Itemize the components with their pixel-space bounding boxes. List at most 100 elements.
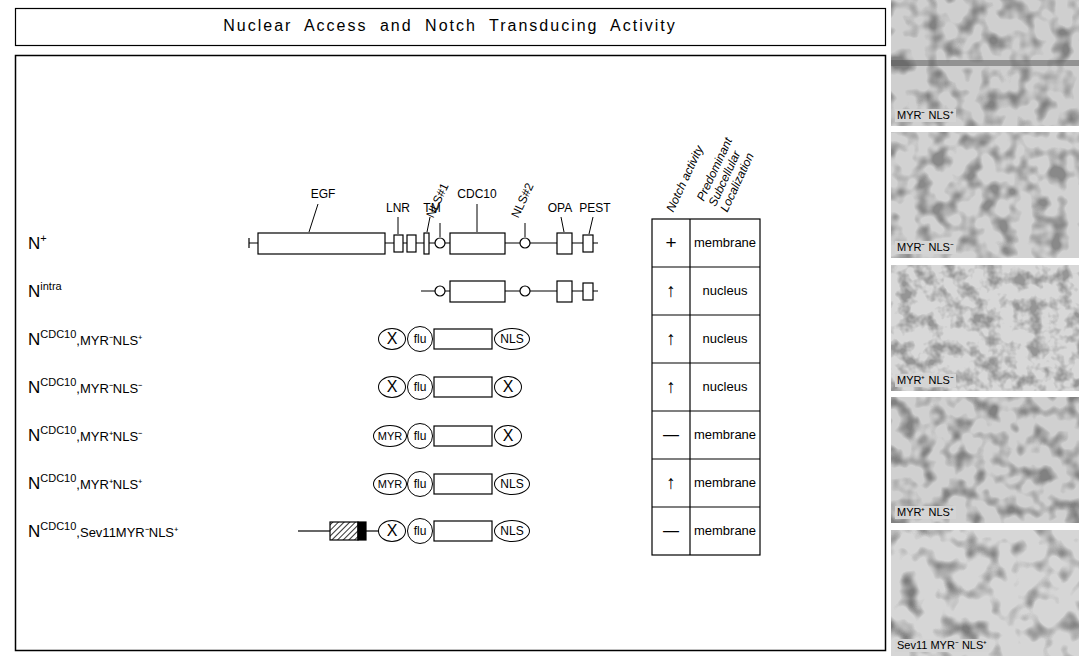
activity-mark: — xyxy=(663,522,679,540)
localization-cell: nucleus xyxy=(703,332,748,347)
construct-suffix: ,MYR⁻NLS⁺ xyxy=(76,333,142,348)
node-text: NLS xyxy=(500,333,523,345)
leader-line xyxy=(398,217,399,234)
domain-label: PEST xyxy=(579,202,610,216)
construct-suffix: ,Sev11MYR⁻NLS⁺ xyxy=(76,525,178,540)
epitope-circle: flu xyxy=(407,518,433,544)
leader-line xyxy=(561,217,564,232)
leader-line xyxy=(309,204,318,232)
activity-mark: — xyxy=(663,426,679,444)
node-text: NLS xyxy=(500,478,523,490)
table-rule xyxy=(652,458,760,459)
column-header: Notch activity xyxy=(664,144,706,214)
cdc10-box xyxy=(434,521,492,541)
micrograph xyxy=(891,530,1079,656)
sev-anchor xyxy=(298,522,380,540)
micrograph-texture xyxy=(891,397,1079,523)
activity-mark: ↑ xyxy=(666,472,676,494)
full-notch xyxy=(249,233,598,254)
leader-line xyxy=(525,223,526,237)
table-rule xyxy=(652,410,760,411)
localization-cell: membrane xyxy=(694,476,756,491)
end-tick xyxy=(248,238,249,248)
leader-line xyxy=(589,217,593,234)
construct-suffix: ,MYR⁺NLS⁺ xyxy=(76,477,142,492)
construct-superscript: intra xyxy=(40,280,61,292)
tm-box xyxy=(424,233,429,254)
activity-mark: ↑ xyxy=(666,376,676,398)
node-text: X xyxy=(387,523,398,539)
cdc10-box xyxy=(434,329,492,349)
node-text: flu xyxy=(414,333,427,345)
row-label: NCDC10,MYR⁻NLS⁻ xyxy=(28,376,142,398)
row-label: NCDC10,MYR⁺NLS⁻ xyxy=(28,424,142,446)
tm-black-box xyxy=(358,522,366,540)
construct-name: N xyxy=(28,234,40,253)
pest-box xyxy=(583,235,593,252)
cdc10-box xyxy=(450,281,505,302)
construct-superscript: CDC10 xyxy=(40,520,76,532)
domain-oval: X xyxy=(378,520,406,542)
backbone-line xyxy=(298,530,330,531)
domain-oval: X xyxy=(378,328,406,350)
nls-circle xyxy=(435,238,445,248)
micrograph-label: MYR⁺ NLS⁺ xyxy=(895,506,956,519)
domain-oval: X xyxy=(494,376,522,398)
table-rule xyxy=(652,362,760,363)
localization-cell: membrane xyxy=(694,236,756,251)
micrograph xyxy=(891,265,1079,391)
table-rule xyxy=(652,314,760,315)
lnr-box xyxy=(394,235,403,252)
construct-suffix: ,MYR⁺NLS⁻ xyxy=(76,429,142,444)
leader-line xyxy=(427,217,430,232)
row-label: NCDC10,Sev11MYR⁻NLS⁺ xyxy=(28,520,178,542)
domain-oval: NLS xyxy=(494,520,530,542)
domain-oval: MYR xyxy=(373,425,407,447)
node-text: X xyxy=(387,331,398,347)
row-label: NCDC10,MYR⁺NLS⁺ xyxy=(28,472,142,494)
construct-name: N xyxy=(28,282,40,301)
row-label: N+ xyxy=(28,232,47,254)
activity-mark: + xyxy=(665,232,676,254)
title-frame xyxy=(16,9,886,46)
micrograph xyxy=(891,0,1079,126)
localization-cell: membrane xyxy=(694,524,756,539)
nls-circle xyxy=(435,286,445,296)
epitope-circle: flu xyxy=(407,423,433,449)
epitope-circle: flu xyxy=(407,326,433,352)
nls-circle xyxy=(520,286,530,296)
domain-label: LNR xyxy=(386,202,410,216)
opa-box xyxy=(557,281,572,302)
leader-line xyxy=(440,223,441,237)
leader-line xyxy=(477,204,478,232)
micrograph-texture xyxy=(891,132,1079,258)
micrograph-label: MYR⁻ NLS⁺ xyxy=(895,109,956,122)
domain-label: EGF xyxy=(311,188,336,202)
node-text: X xyxy=(387,379,398,395)
micrograph-label: MYR⁺ NLS⁻ xyxy=(895,374,956,387)
pest-box xyxy=(583,283,593,300)
sev-hatched-box xyxy=(330,522,358,540)
opa-box xyxy=(557,233,572,254)
construct-superscript: + xyxy=(40,232,46,244)
micrograph-texture xyxy=(891,265,1079,391)
row-label: Nintra xyxy=(28,280,62,302)
localization-cell: membrane xyxy=(694,428,756,443)
row-label: NCDC10,MYR⁻NLS⁺ xyxy=(28,328,142,350)
construct-name: N xyxy=(28,330,40,349)
micrograph-label: Sev11 MYR⁻ NLS⁺ xyxy=(895,639,989,652)
node-text: flu xyxy=(414,430,427,442)
epitope-circle: flu xyxy=(407,471,433,497)
node-text: flu xyxy=(414,525,427,537)
table-rule xyxy=(652,266,760,267)
epitope-circle: flu xyxy=(407,374,433,400)
node-text: flu xyxy=(414,381,427,393)
localization-cell: nucleus xyxy=(703,284,748,299)
localization-cell: nucleus xyxy=(703,380,748,395)
nls-circle xyxy=(520,238,530,248)
cdc10-box xyxy=(434,377,492,397)
domain-oval: X xyxy=(494,425,522,447)
domain-label: CDC10 xyxy=(457,188,496,202)
